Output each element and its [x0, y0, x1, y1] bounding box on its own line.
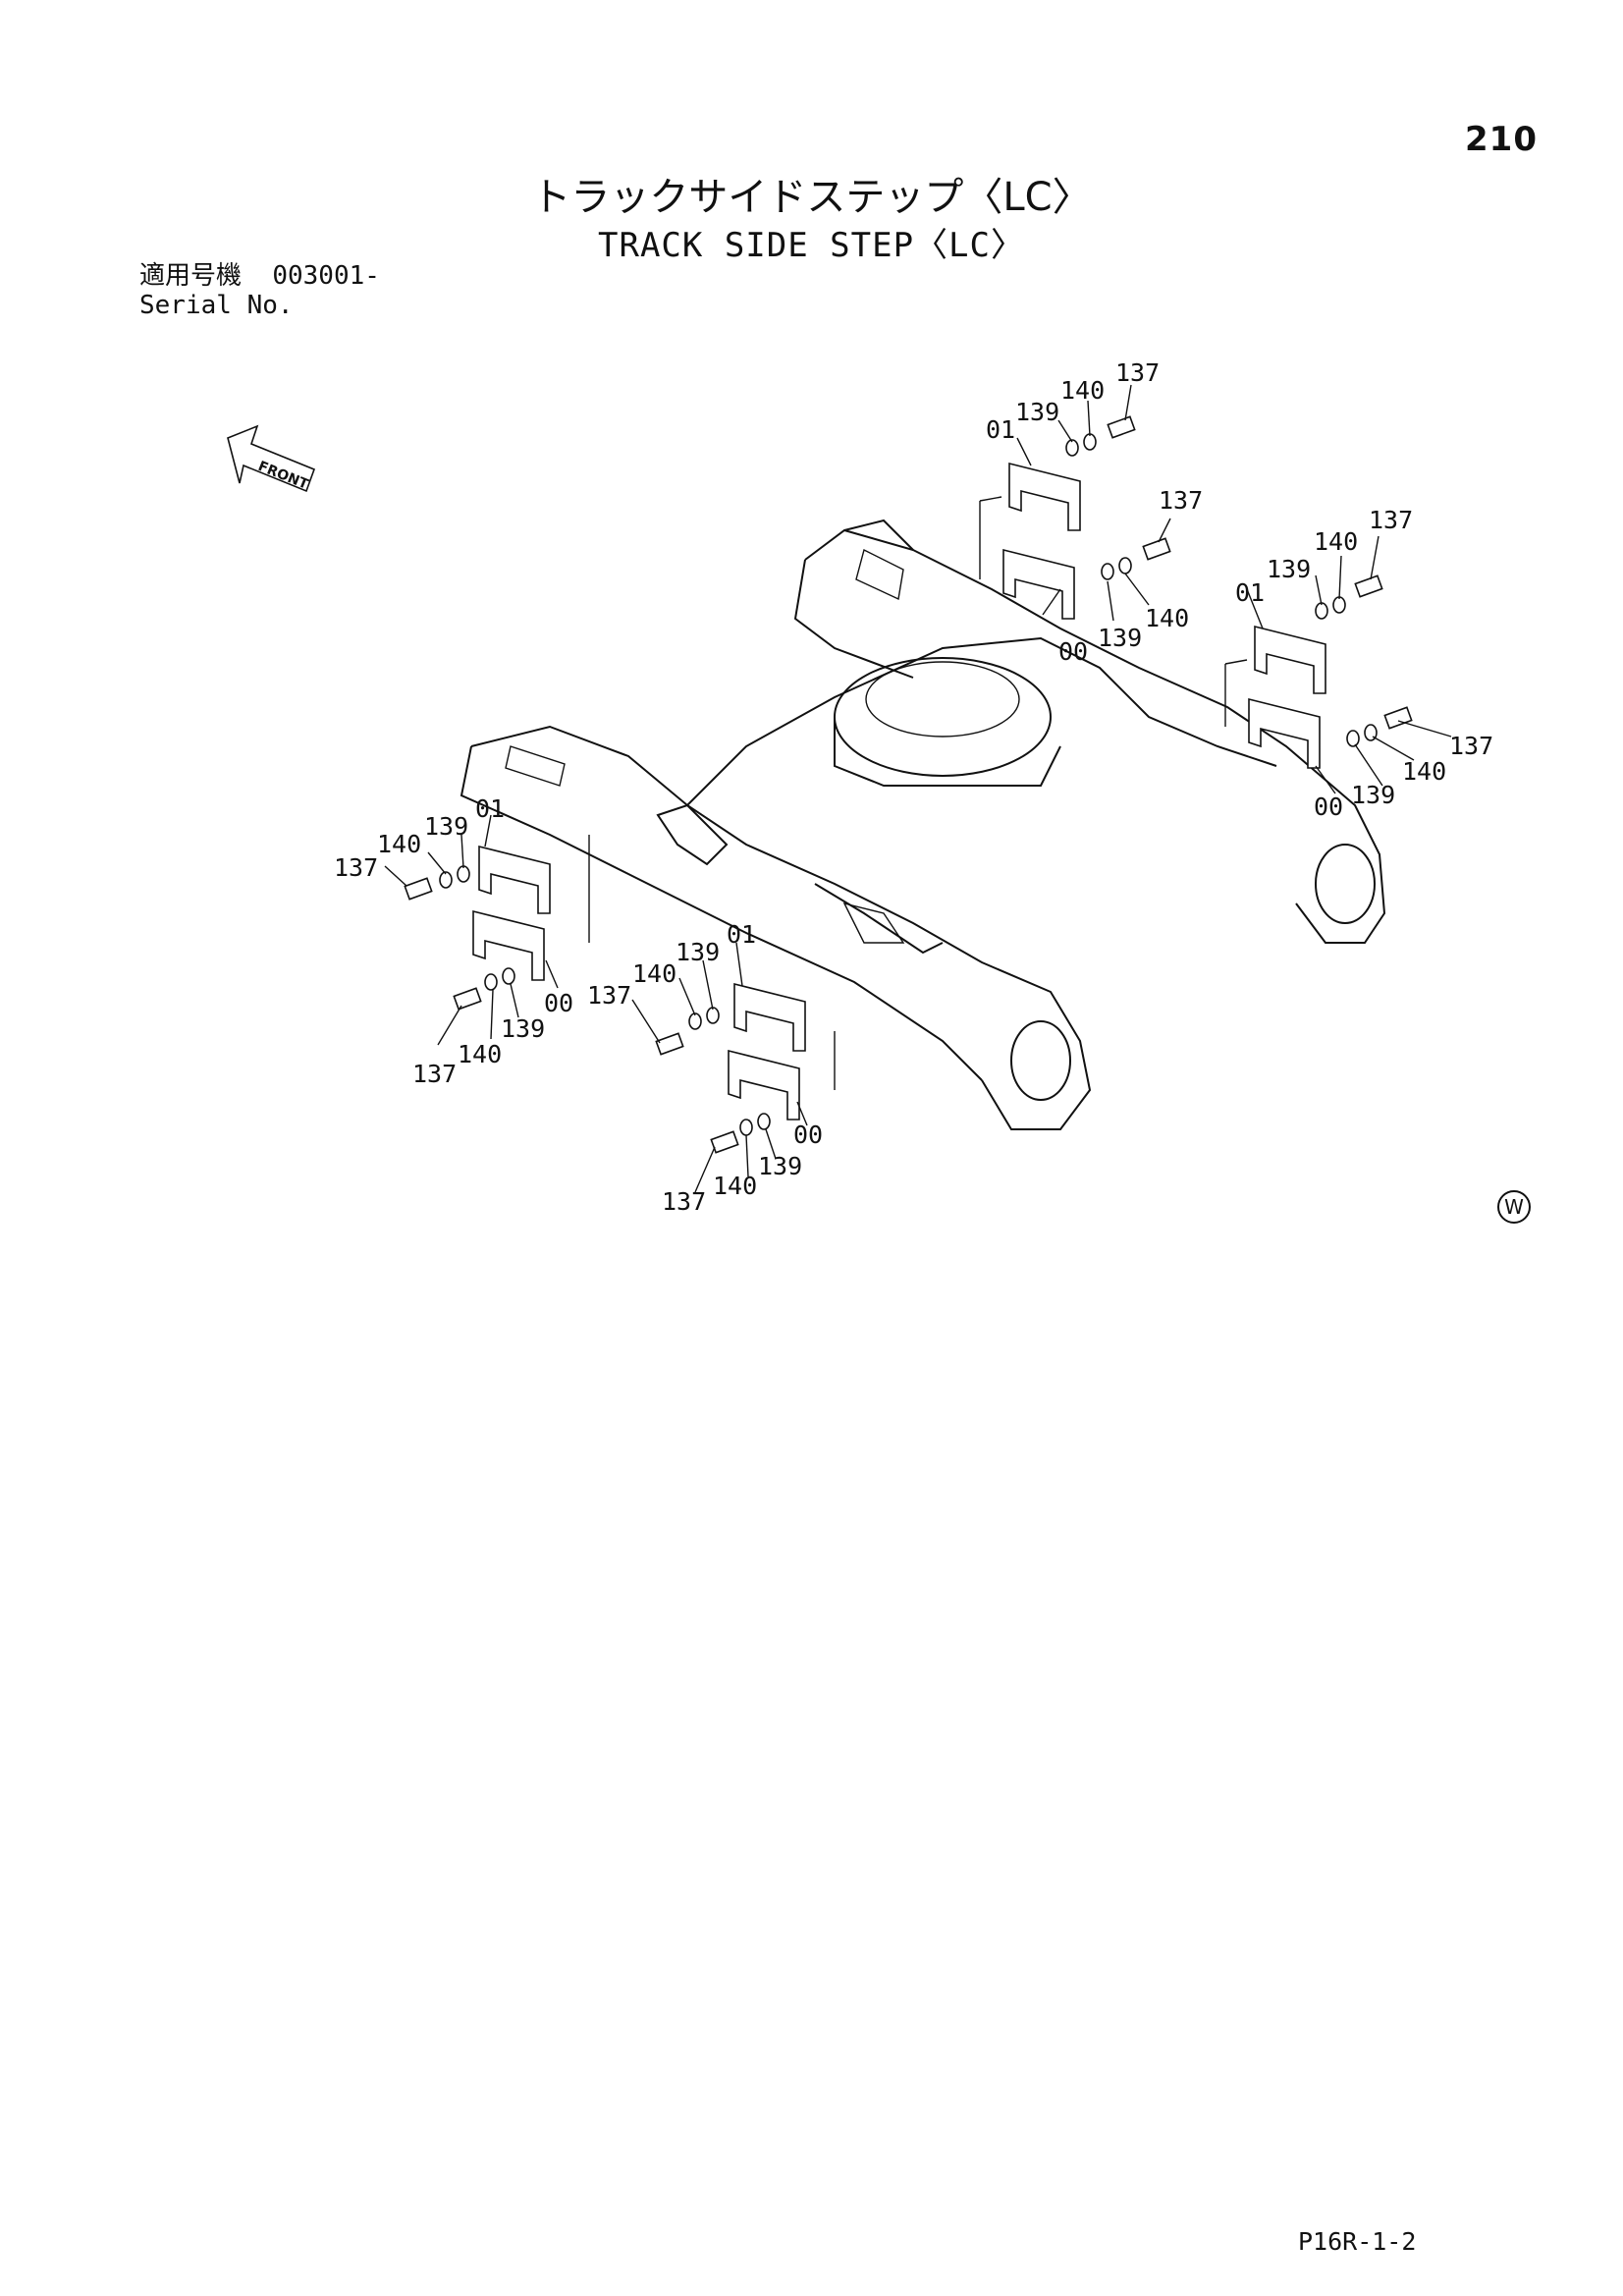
callout-139: 139 [1098, 624, 1142, 652]
callout-140: 140 [1060, 376, 1105, 405]
callout-140: 140 [377, 830, 421, 858]
callout-00: 00 [1058, 637, 1088, 666]
figure-code: P16R-1-2 [1298, 2227, 1417, 2256]
serial-label-jp: 適用号機 [139, 261, 243, 291]
callout-00: 00 [793, 1121, 823, 1149]
callout-137: 137 [1159, 486, 1203, 515]
title-japanese: トラックサイドステップ〈LC〉 [531, 175, 1092, 220]
w-marker-icon: W [1497, 1190, 1531, 1224]
callout-139: 139 [1267, 555, 1311, 583]
bolt-icons [404, 415, 1413, 1154]
callout-00: 00 [544, 989, 573, 1017]
callout-01: 01 [727, 920, 756, 949]
callout-00: 00 [1314, 793, 1343, 821]
callout-140: 140 [1145, 604, 1189, 632]
serial-value: 003001- [272, 261, 380, 291]
callout-139: 139 [1351, 781, 1395, 809]
step-assembly-upper-right [1224, 625, 1326, 769]
callout-139: 139 [758, 1152, 802, 1180]
step-assembly-lower-center [728, 982, 836, 1121]
callout-139: 139 [501, 1014, 545, 1043]
callout-01: 01 [1235, 578, 1265, 607]
title-english: TRACK SIDE STEP〈LC〉 [598, 226, 1025, 265]
callout-137: 137 [1449, 732, 1493, 760]
step-assembly-upper-left [979, 462, 1081, 620]
callout-137: 137 [412, 1060, 457, 1088]
serial-info: 適用号機 003001- Serial No. [139, 261, 380, 320]
washer-icons [439, 433, 1378, 1136]
page-number: 210 [1465, 120, 1538, 159]
serial-row-jp: 適用号機 003001- [139, 261, 380, 291]
callout-139: 139 [676, 938, 720, 966]
callout-137: 137 [334, 853, 378, 882]
callout-137: 137 [1115, 358, 1160, 387]
callout-140: 140 [458, 1040, 502, 1068]
callout-137: 137 [662, 1187, 706, 1216]
callout-139: 139 [1015, 398, 1059, 426]
serial-label-en: Serial No. [139, 291, 294, 320]
front-arrow-icon: FRONT [227, 424, 316, 493]
callout-137: 137 [587, 981, 631, 1010]
step-assembly-lower-left [472, 835, 590, 981]
callout-137: 137 [1369, 506, 1413, 534]
callout-140: 140 [713, 1172, 757, 1200]
callout-labels: 01 139 140 137 137 00 139 140 01 139 140… [334, 358, 1493, 1216]
callout-01: 01 [986, 415, 1015, 444]
callout-139: 139 [424, 812, 468, 841]
callout-140: 140 [1314, 527, 1358, 556]
callout-140: 140 [632, 959, 676, 988]
track-frame-drawing [460, 519, 1386, 1130]
callout-01: 01 [475, 794, 505, 823]
callout-140: 140 [1402, 757, 1446, 786]
leader-lines [384, 384, 1452, 1193]
